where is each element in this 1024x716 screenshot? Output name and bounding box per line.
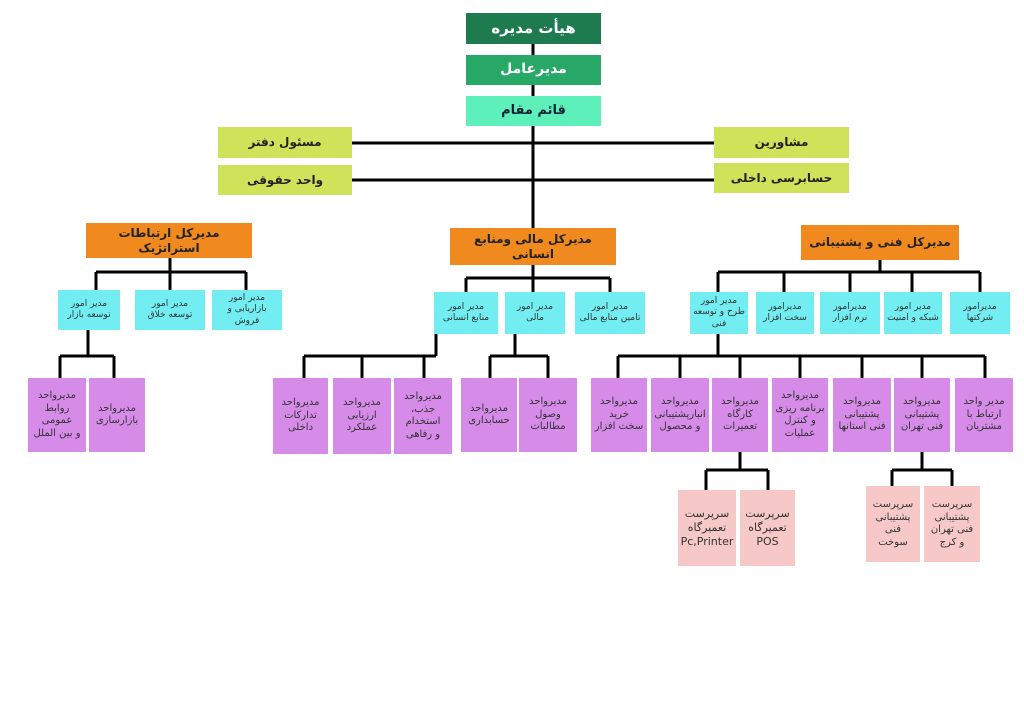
unit-customer-relations[interactable]: مدیر واحد ارتباط با مشتریان <box>955 378 1013 452</box>
supervisor-pc-printer[interactable]: سرپرست تعمیرگاه Pc,Printer <box>678 490 736 566</box>
dept-financial[interactable]: مدیر امور مالی <box>505 292 565 334</box>
unit-operations-planning[interactable]: مدیرواحد برنامه ریزی و کنترل عملیات <box>772 378 828 452</box>
unit-repair-workshop[interactable]: مدیرواحد کارگاه تعمیرات <box>712 378 768 452</box>
unit-performance-evaluation[interactable]: مدیرواحد ارزیابی عملکرد <box>333 378 391 454</box>
legal-unit-box[interactable]: واحد حقوقی <box>218 165 352 195</box>
unit-procurement[interactable]: مدیرواحد تدارکات داخلی <box>273 378 328 454</box>
board-box[interactable]: هیأت مدیره <box>466 13 601 44</box>
unit-tehran-support[interactable]: مدیرواحد پشتیبانی فنی تهران <box>894 378 950 452</box>
unit-hardware-purchase[interactable]: مدیرواحد خرید سخت افزار <box>591 378 647 452</box>
dept-human-resources[interactable]: مدیر امور منابع انسانی <box>434 292 498 334</box>
supervisor-pos[interactable]: سرپرست تعمیرگاه POS <box>740 490 795 566</box>
unit-market-building[interactable]: مدیرواحد بازارسازی <box>89 378 145 452</box>
supervisor-fuel-support[interactable]: سرپرست پشتیبانی فنی سوخت <box>866 486 920 562</box>
gm-finance-box[interactable]: مدیرکل مالی ومنابع انسانی <box>450 228 616 265</box>
unit-accounting[interactable]: مدیرواحد حسابداری <box>461 378 517 452</box>
advisors-box[interactable]: مشاورین <box>714 127 849 158</box>
gm-tech-box[interactable]: مدیرکل فنی و پشتیبانی <box>801 225 959 260</box>
dept-creative-development[interactable]: مدیر امور توسعه خلاق <box>135 290 205 330</box>
dept-companies[interactable]: مدیرامور شرکتها <box>950 292 1010 334</box>
dept-marketing-sales[interactable]: مدیر امور بازاریابی و فروش <box>212 290 282 330</box>
gm-strategic-box[interactable]: مدیرکل ارتباطات استراتژیک <box>86 223 252 258</box>
dept-design-development[interactable]: مدیر امور طرح و توسعه فنی <box>690 292 748 334</box>
dept-fund-supply[interactable]: مدیر امور تامین منابع مالی <box>575 292 645 334</box>
dept-software[interactable]: مدیرامور نرم افزار <box>820 292 880 334</box>
ceo-box[interactable]: مدیرعامل <box>466 55 601 85</box>
dept-market-development[interactable]: مدیر امور توسعه بازار <box>58 290 120 330</box>
unit-public-relations[interactable]: مدیرواحد روابط عمومی و بین الملل <box>28 378 86 452</box>
supervisor-tehran-karaj[interactable]: سرپرست پشتیبانی فنی تهران و کرج <box>924 486 980 562</box>
deputy-box[interactable]: قائم مقام <box>466 96 601 126</box>
office-manager-box[interactable]: مسئول دفتر <box>218 127 352 158</box>
internal-audit-box[interactable]: حسابرسی داخلی <box>714 163 849 193</box>
unit-collection[interactable]: مدیرواحد وصول مطالبات <box>519 378 577 452</box>
dept-network-security[interactable]: مدیر امور شبکه و امنیت <box>884 292 942 334</box>
unit-warehouse-support[interactable]: مدیرواحد انبارپشتیبانی و محصول <box>651 378 709 452</box>
unit-recruitment[interactable]: مدیرواحد جذب، استخدام و رفاهی <box>394 378 452 454</box>
dept-hardware[interactable]: مدیرامور سخت افزار <box>756 292 814 334</box>
unit-provinces-support[interactable]: مدیرواحد پشتیبانی فنی استانها <box>833 378 891 452</box>
